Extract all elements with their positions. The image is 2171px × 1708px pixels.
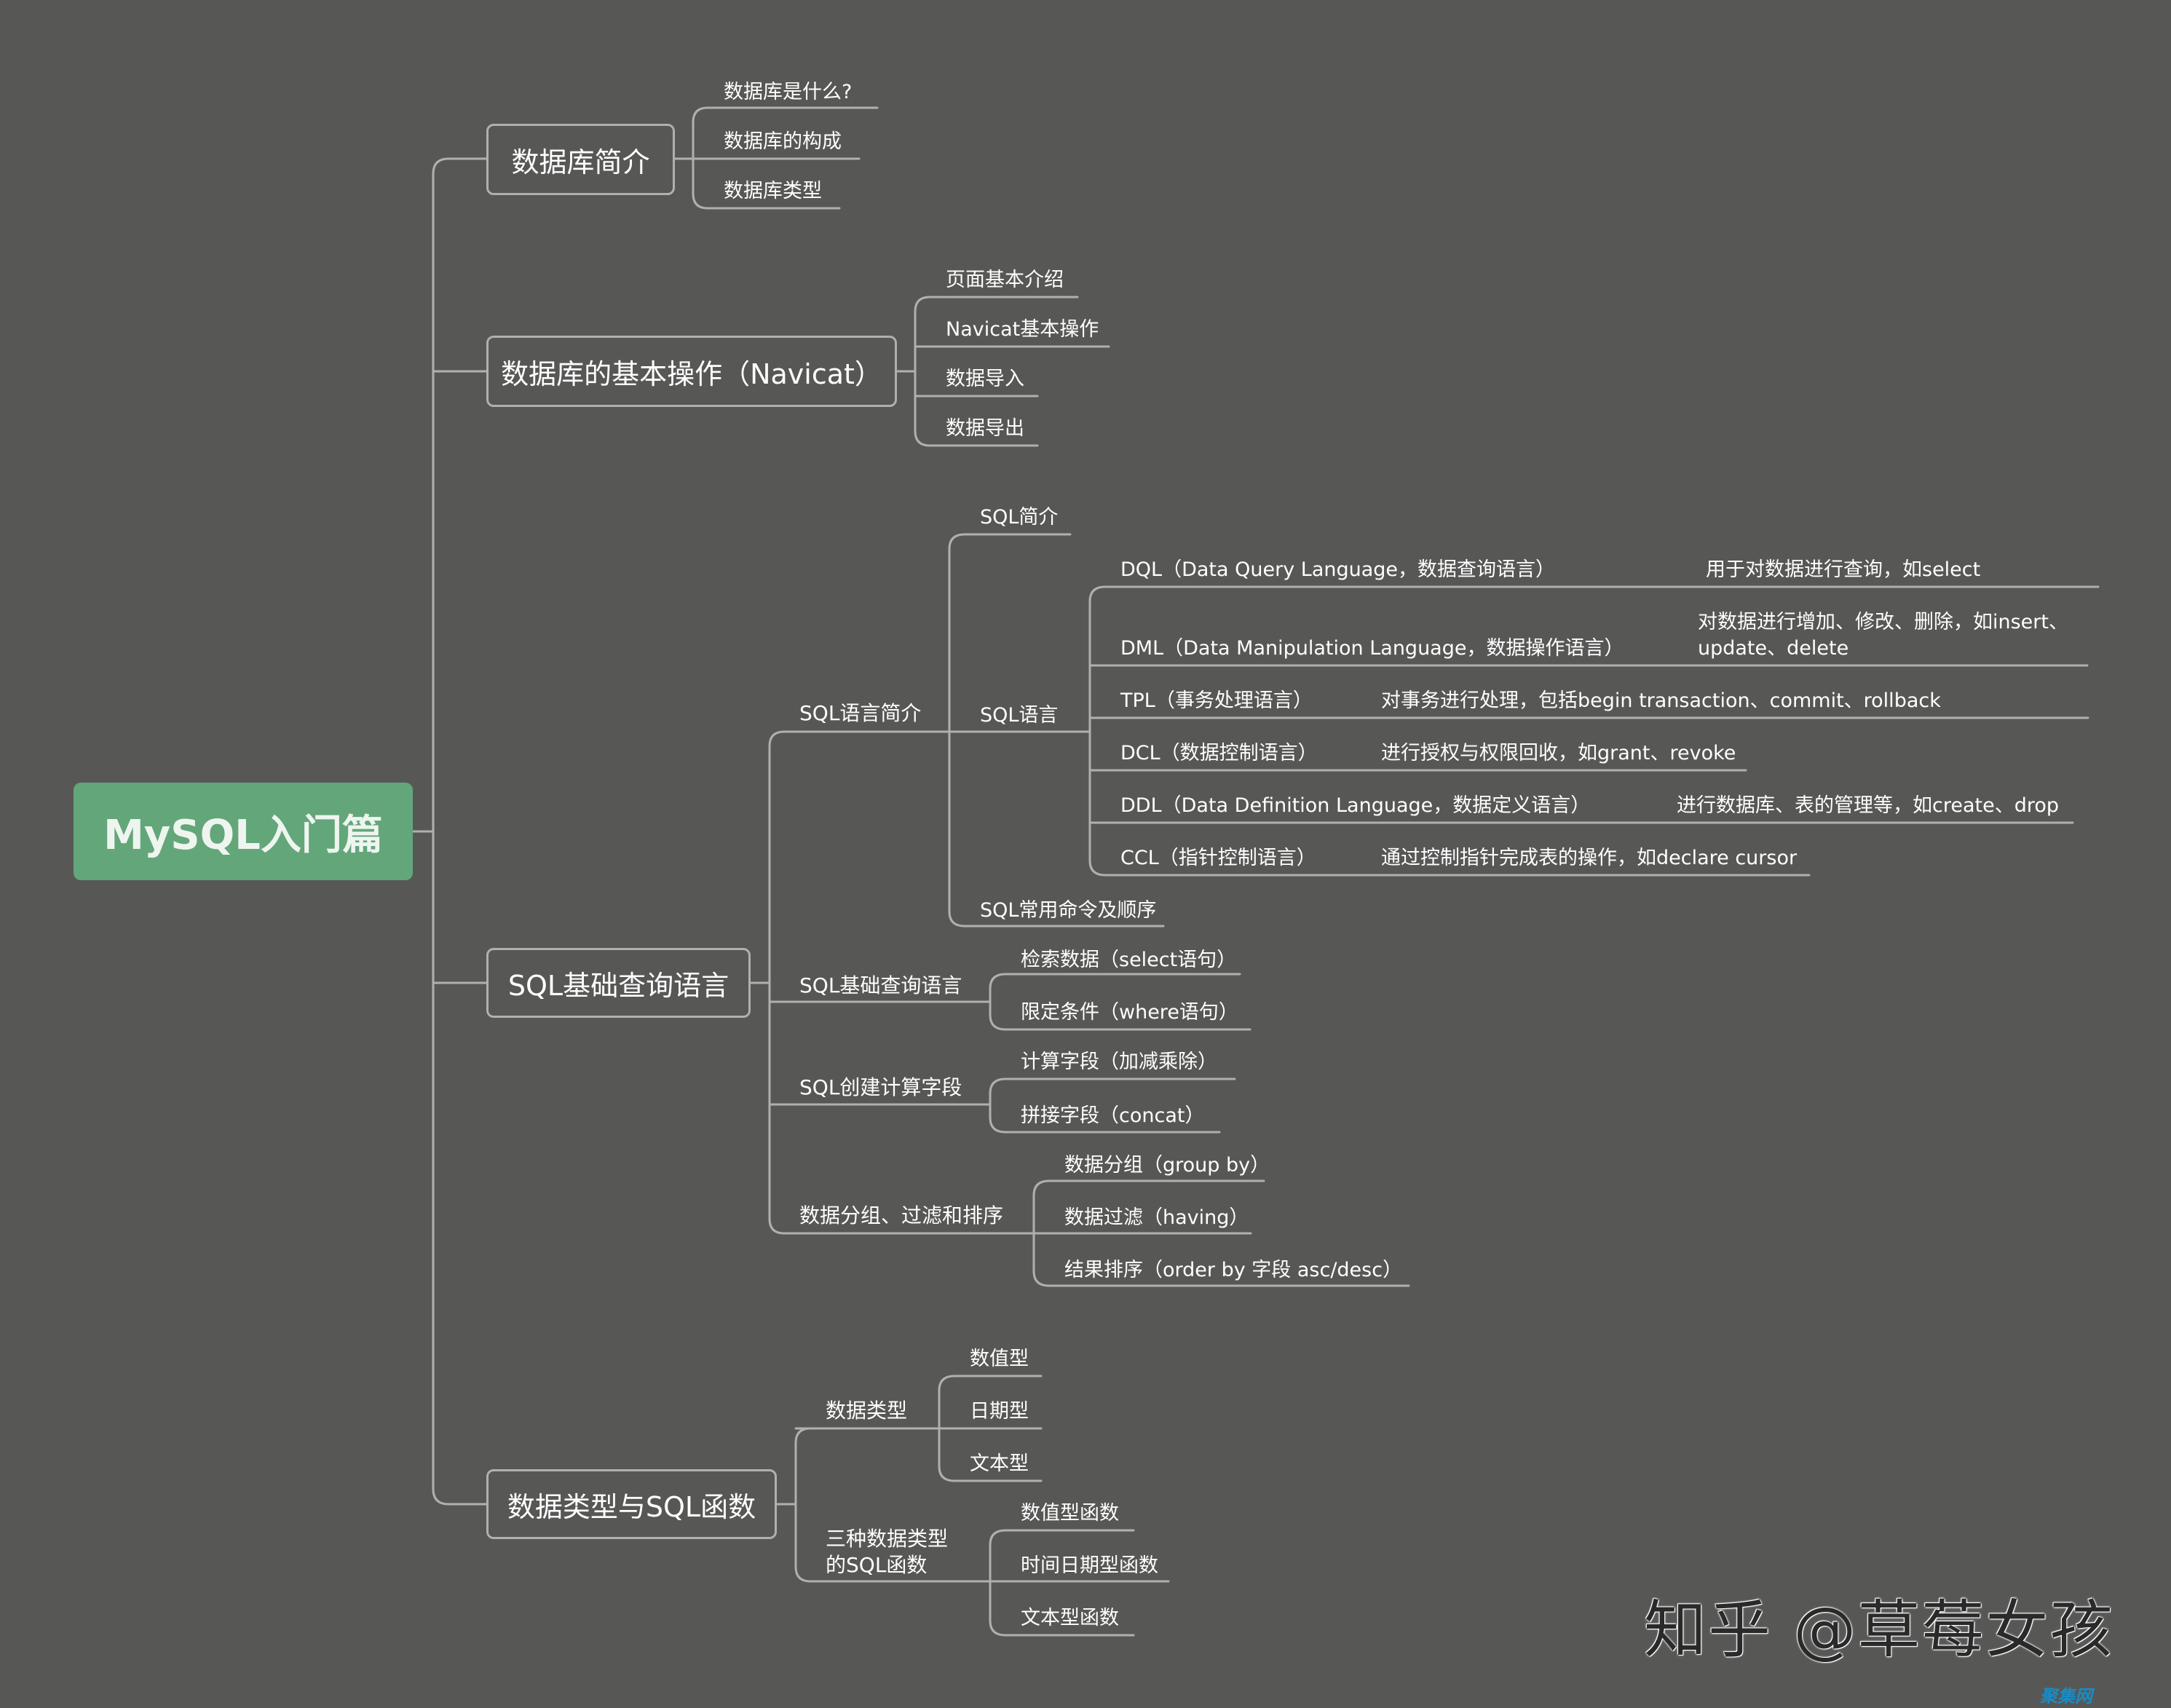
node-sql-functions-line2[interactable]: 的SQL函数	[826, 1553, 928, 1577]
node-select[interactable]: 检索数据（select语句）	[1021, 949, 1237, 971]
funcs-spine	[989, 1529, 1007, 1637]
node-data-import[interactable]: 数据导入	[946, 368, 1024, 390]
node-sql-basic-query[interactable]: SQL基础查询语言	[799, 973, 962, 997]
node-data-types[interactable]: 数据类型	[826, 1399, 908, 1423]
node-ccl[interactable]: CCL（指针控制语言）	[1120, 847, 1316, 869]
zhihu-watermark: 知乎 @草莓女孩	[1644, 1594, 2114, 1667]
b3-spine	[768, 730, 786, 1235]
node-data-export[interactable]: 数据导出	[946, 417, 1024, 440]
node-sql-common-commands[interactable]: SQL常用命令及顺序	[980, 899, 1157, 922]
node-numeric[interactable]: 数值型	[970, 1348, 1029, 1370]
node-dml-desc-line2: update、delete	[1698, 637, 1849, 660]
branch-db-intro[interactable]: 数据库简介	[486, 124, 675, 195]
node-having[interactable]: 数据过滤（having）	[1064, 1206, 1249, 1229]
node-ddl[interactable]: DDL（Data Definition Language，数据定义语言）	[1120, 794, 1591, 817]
node-what-is-db[interactable]: 数据库是什么?	[724, 81, 853, 103]
node-dml-desc-line1: 对数据进行增加、修改、删除，如insert、	[1698, 611, 2068, 633]
branch-datatypes-functions[interactable]: 数据类型与SQL函数	[486, 1469, 777, 1539]
node-group-by[interactable]: 数据分组（group by）	[1064, 1154, 1270, 1177]
query-spine	[989, 973, 1007, 1031]
node-sql-functions-line1[interactable]: 三种数据类型	[826, 1527, 949, 1551]
node-text-func[interactable]: 文本型函数	[1021, 1607, 1119, 1629]
node-ddl-desc: 进行数据库、表的管理等，如create、drop	[1677, 794, 2060, 817]
node-sql-lang-intro[interactable]: SQL语言简介	[799, 701, 922, 725]
b2-spine	[914, 296, 931, 447]
node-date[interactable]: 日期型	[970, 1400, 1029, 1423]
node-page-intro[interactable]: 页面基本介绍	[946, 269, 1064, 291]
main-trunk	[432, 157, 450, 1506]
node-group-filter-sort[interactable]: 数据分组、过滤和排序	[799, 1203, 1004, 1227]
node-calc-field[interactable]: 计算字段（加减乘除）	[1021, 1051, 1217, 1073]
node-navicat-ops[interactable]: Navicat基本操作	[946, 318, 1099, 341]
node-dql[interactable]: DQL（Data Query Language，数据查询语言）	[1120, 558, 1556, 581]
lang-spine	[1088, 585, 1107, 877]
node-dcl-desc: 进行授权与权限回收，如grant、revoke	[1381, 742, 1736, 764]
node-text[interactable]: 文本型	[970, 1452, 1029, 1475]
node-tpl[interactable]: TPL（事务处理语言）	[1120, 689, 1313, 712]
node-dql-desc: 用于对数据进行查询，如select	[1706, 558, 1981, 581]
node-ccl-desc: 通过控制指针完成表的操作，如declare cursor	[1381, 847, 1798, 869]
node-sql-language[interactable]: SQL语言	[980, 704, 1059, 727]
node-sql-calc-fields[interactable]: SQL创建计算字段	[799, 1075, 962, 1099]
node-concat[interactable]: 拼接字段（concat）	[1021, 1104, 1205, 1127]
corner-logo: 聚集网	[2040, 1686, 2092, 1707]
node-where[interactable]: 限定条件（where语句）	[1021, 1001, 1238, 1024]
node-tpl-desc: 对事务进行处理，包括begin transaction、commit、rollb…	[1381, 689, 1941, 712]
node-db-types[interactable]: 数据库类型	[724, 180, 822, 202]
branch-db-operations[interactable]: 数据库的基本操作（Navicat）	[486, 336, 897, 407]
node-order-by[interactable]: 结果排序（order by 字段 asc/desc）	[1064, 1259, 1403, 1281]
node-sql-intro[interactable]: SQL简介	[980, 506, 1059, 529]
node-datetime-func[interactable]: 时间日期型函数	[1021, 1554, 1158, 1577]
node-dml[interactable]: DML（Data Manipulation Language，数据操作语言）	[1120, 637, 1624, 660]
calc-spine	[989, 1078, 1007, 1134]
root-node[interactable]: MySQL入门篇	[74, 783, 413, 880]
branch-sql-basics[interactable]: SQL基础查询语言	[486, 948, 751, 1018]
node-numeric-func[interactable]: 数值型函数	[1021, 1502, 1119, 1525]
node-db-structure[interactable]: 数据库的构成	[724, 130, 842, 153]
node-dcl[interactable]: DCL（数据控制语言）	[1120, 742, 1318, 764]
b4-spine	[794, 1427, 812, 1583]
intro-spine	[948, 533, 966, 928]
